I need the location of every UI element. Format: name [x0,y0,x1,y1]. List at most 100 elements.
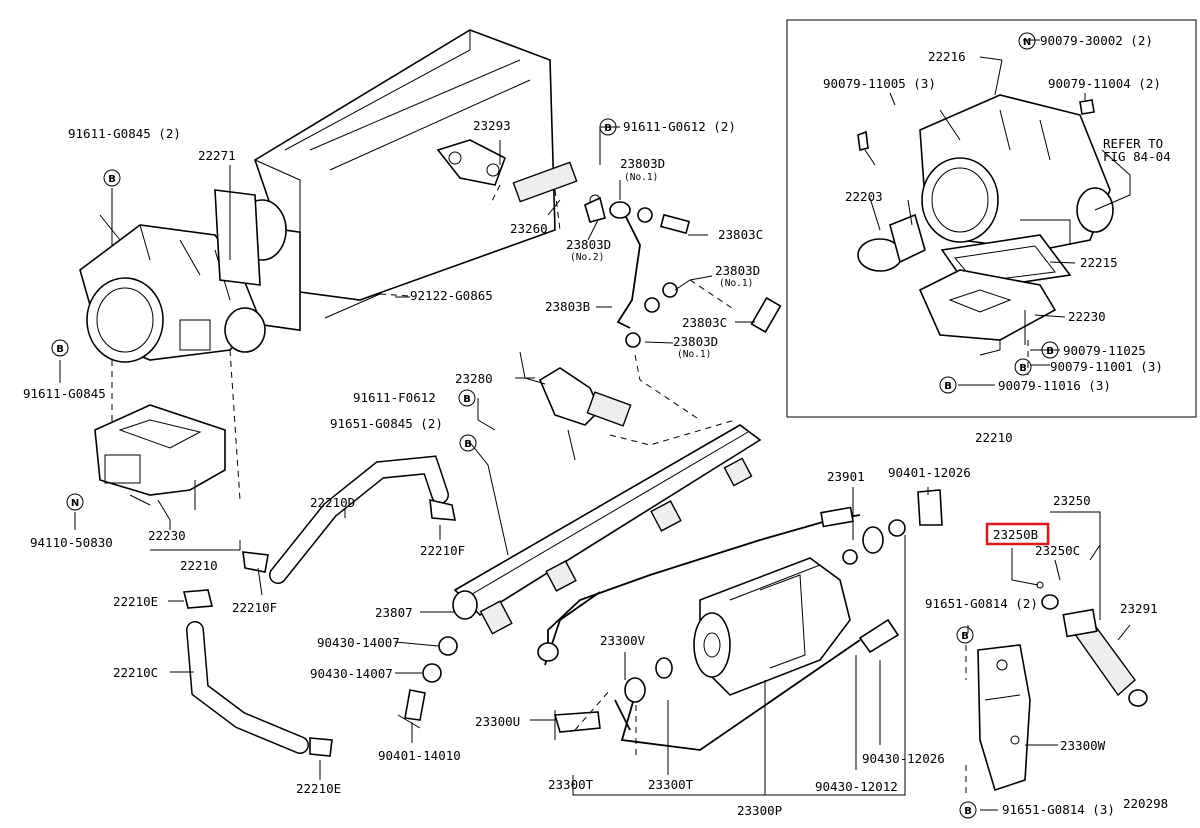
b-symbol-text: B [944,381,952,392]
b-symbol-icon [459,434,477,452]
b-symbol-text: B [56,344,64,355]
label-22210f-b: 22210F [232,600,277,615]
intake-plenum [227,29,556,332]
label-91651-g0845-2: 91651-G0845 (2) [330,416,443,431]
label-22230-right: 22230 [1068,309,1106,324]
b-symbol-text: B [1019,363,1027,374]
label-23803d-low: 23803D [673,334,718,349]
label-23901: 23901 [827,469,865,484]
iac-inset [918,269,1057,356]
label-90401-14010: 90401-14010 [378,748,461,763]
label-22271: 22271 [198,148,236,163]
pressure-regulator [519,351,632,461]
label-23807: 23807 [375,605,413,620]
injector-23250 [1036,581,1148,707]
gasket [214,189,261,286]
sensor-22203 [857,199,926,272]
inset-frame [786,19,1197,418]
part-labels: 22271 23293 91611-G0845 (2) 91611-G0612 … [23,33,1171,818]
label-90079-11004: 90079-11004 (2) [1048,76,1161,91]
b-symbol-text: B [964,806,972,817]
label-22230-left: 22230 [148,528,186,543]
label-90079-30002: 90079-30002 (2) [1040,33,1153,48]
n-symbol-text: N [1023,37,1031,48]
fuel-filter [693,557,851,696]
label-92122-g0865: 92122-G0865 [410,288,493,303]
label-23260: 23260 [510,221,548,236]
b-symbol-icon [939,376,957,394]
label-22216: 22216 [928,49,966,64]
label-22215: 22215 [1080,255,1118,270]
label-refer-line2: FIG 84-04 [1103,149,1171,164]
label-23803d-top-sub: (No.1) [624,172,658,183]
b-symbol-text: B [464,439,472,450]
label-23280: 23280 [455,371,493,386]
b-symbol-icon [103,169,121,187]
b-symbol-icon [956,626,974,644]
injector-top [436,139,578,203]
label-23300v: 23300V [600,633,646,648]
label-91611-g0845-2: 91611-G0845 (2) [68,126,181,141]
label-23300p: 23300P [737,803,782,818]
n-symbol-icon [66,493,84,511]
highlight-box-23250b [985,522,1050,546]
label-22210d: 22210D [310,495,355,510]
b-symbol-text: B [108,174,116,185]
n-symbol-text: N [71,498,79,509]
label-22210e-a: 22210E [113,594,158,609]
label-23803d-no2-sub: (No.2) [570,252,604,263]
label-figure-code: 220298 [1123,796,1168,811]
label-23803b: 23803B [545,299,590,314]
fuel-line-lower [620,639,861,751]
label-94110-50830: 94110-50830 [30,535,113,550]
label-22203: 22203 [845,189,883,204]
label-23803c-top: 23803C [718,227,763,242]
symbol-markers: B B B B B N B B N B B B [51,32,1059,819]
label-91611-g0612-2: 91611-G0612 (2) [623,119,736,134]
b-symbol-text: B [961,631,969,642]
label-23300t-a: 23300T [548,777,594,792]
b-symbol-text: B [463,394,471,405]
label-23300u: 23300U [475,714,520,729]
label-90079-11025: 90079-11025 [1063,343,1146,358]
label-23293: 23293 [473,118,511,133]
idle-air-control-left [94,404,226,510]
label-91651-g0814-3: 91651-G0814 (3) [1002,802,1115,817]
label-91611-f0612: 91611-F0612 [353,390,436,405]
label-22210e-b: 22210E [296,781,341,796]
label-90079-11005: 90079-11005 (3) [823,76,936,91]
label-22210f-a: 22210F [420,543,465,558]
label-23291: 23291 [1120,601,1158,616]
label-22210c: 22210C [113,665,158,680]
bracket-23300w [977,644,1031,792]
b-symbol-icon [1041,341,1059,359]
bolt-90401-14010 [404,689,426,721]
label-22210-left: 22210 [180,558,218,573]
b-symbol-icon [959,801,977,819]
label-23803d-mid: 23803D [715,263,760,278]
label-91651-g0814-2: 91651-G0814 (2) [925,596,1038,611]
label-90079-11016: 90079-11016 (3) [998,378,1111,393]
label-23250b: 23250B [993,527,1038,542]
label-refer-line1: REFER TO [1103,136,1163,151]
b-symbol-text: B [1046,346,1054,357]
label-23300w: 23300W [1060,738,1106,753]
leader-lines [59,39,1131,811]
b-symbol-icon [1014,358,1032,376]
label-23803d-mid-sub: (No.1) [719,278,753,289]
n-symbol-icon [1018,32,1036,50]
washer-90430-14007-b [422,663,442,683]
throttle-body-left [79,214,266,363]
label-90430-14007-b: 90430-14007 [310,666,393,681]
fuel-rail [452,424,762,635]
label-23803c-mid: 23803C [682,315,727,330]
label-23803d-no2: 23803D [566,237,611,252]
washer-90430-14007-a [438,636,458,656]
b-symbol-icon [51,339,69,357]
b-symbol-icon [599,118,617,136]
label-91611-g0845: 91611-G0845 [23,386,106,401]
throttle-body-inset [919,94,1114,251]
stud-92122 [324,293,381,319]
